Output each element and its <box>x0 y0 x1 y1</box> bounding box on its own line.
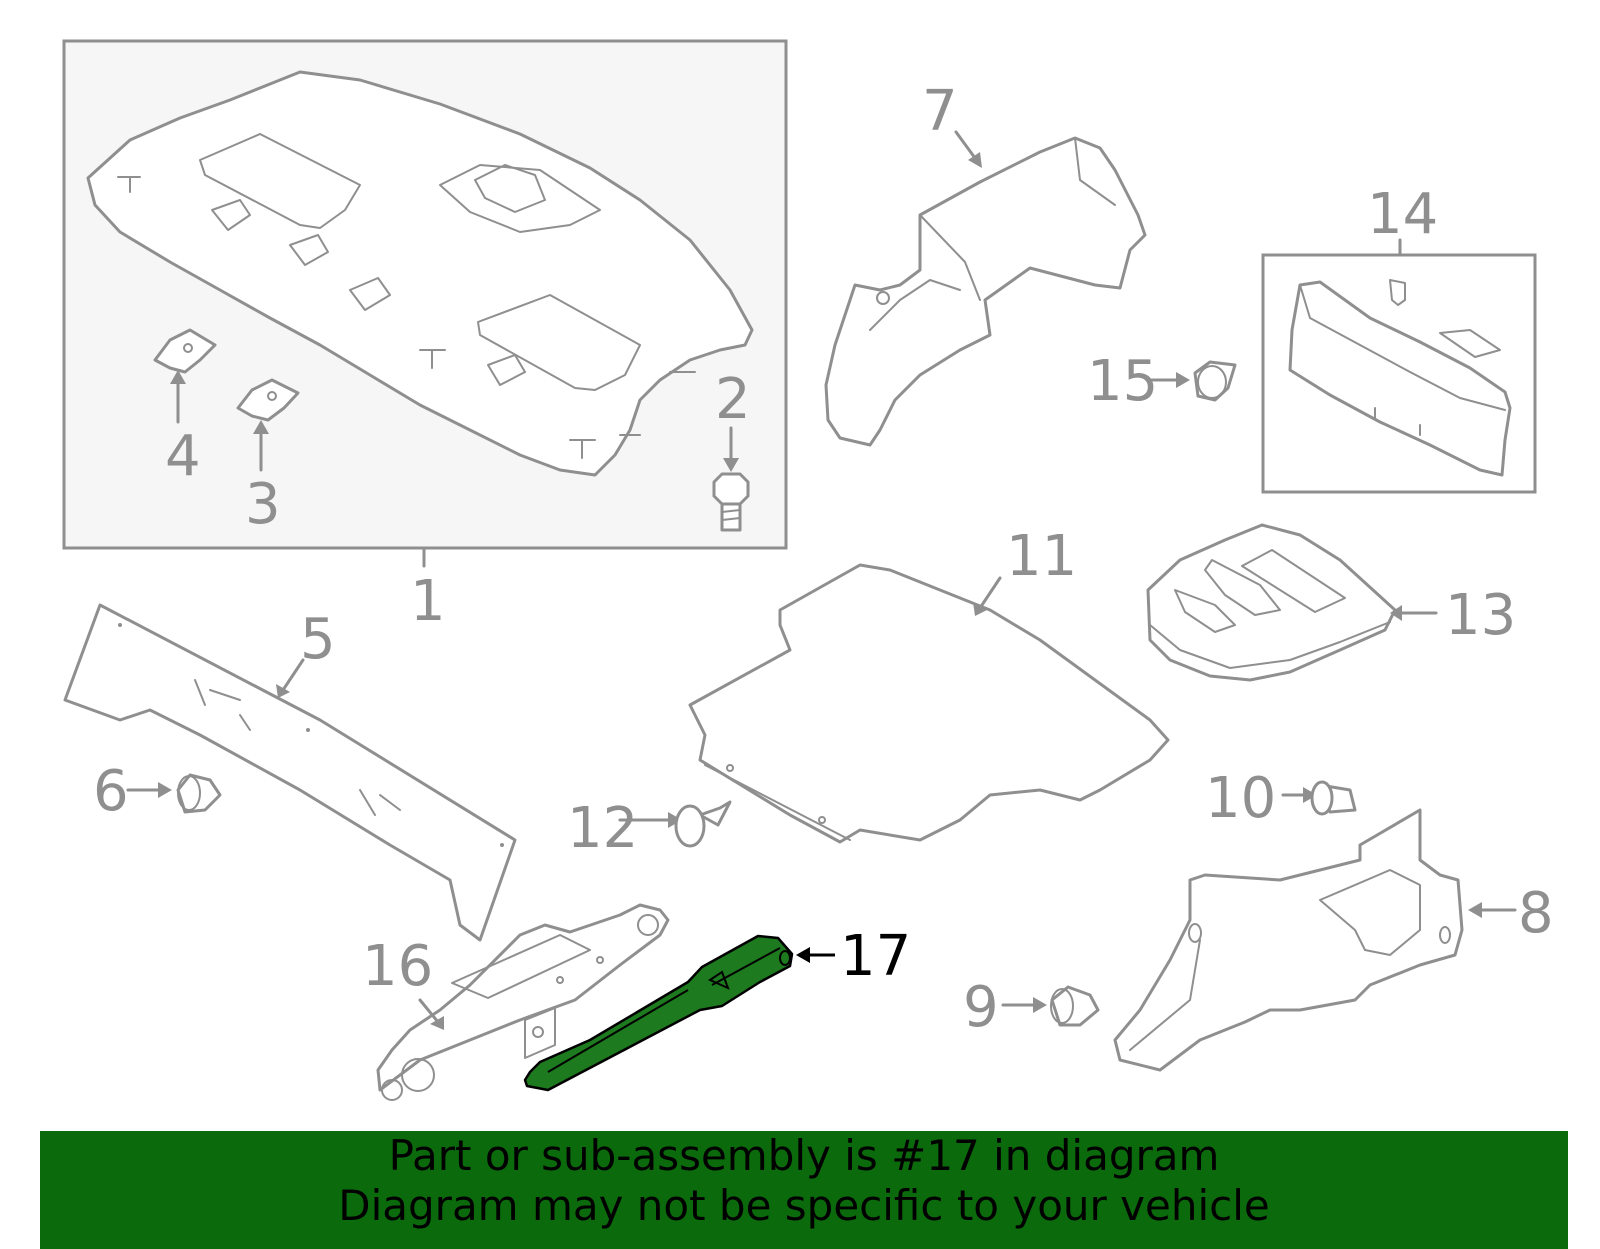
banner-line-2: Diagram may not be specific to your vehi… <box>338 1181 1270 1230</box>
callout-15: 15 <box>1087 349 1158 414</box>
callout-17: 17 <box>840 924 911 989</box>
part-16-jack <box>376 903 670 1101</box>
part-4-bracket <box>153 328 217 424</box>
callout-7: 7 <box>922 79 958 144</box>
info-banner: Part or sub-assembly is #17 in diagram D… <box>40 1131 1568 1249</box>
callout-12: 12 <box>567 796 638 861</box>
part-14-panel <box>1288 279 1512 477</box>
part-6-grommet <box>126 773 222 814</box>
callout-5: 5 <box>300 607 336 672</box>
part-7-trim-panel <box>824 130 1147 447</box>
part-10-clip <box>1281 780 1357 816</box>
part-8-trim-panel <box>1113 808 1517 1072</box>
callout-3: 3 <box>245 472 281 537</box>
callout-16: 16 <box>362 934 433 999</box>
callout-6: 6 <box>93 759 129 824</box>
part-17-jack-handle <box>523 934 835 1092</box>
callout-9: 9 <box>963 975 999 1040</box>
part-1-package-tray <box>86 70 754 477</box>
part-3-bracket <box>236 378 300 472</box>
part-15-grommet <box>1148 360 1237 402</box>
callout-11: 11 <box>1006 524 1077 589</box>
part-11-trunk-mat <box>688 563 1170 844</box>
part-13-spare-tire-cover <box>1146 523 1438 682</box>
callout-14: 14 <box>1367 182 1438 247</box>
callout-1: 1 <box>410 569 446 634</box>
part-2-bolt <box>712 426 750 532</box>
part-17-shape <box>523 934 794 1092</box>
callout-10: 10 <box>1205 766 1276 831</box>
callout-2: 2 <box>715 367 751 432</box>
callout-13: 13 <box>1445 583 1516 648</box>
callout-8: 8 <box>1518 881 1554 946</box>
callout-4: 4 <box>165 424 201 489</box>
part-12-clip <box>618 800 732 848</box>
part-5-trim <box>63 603 517 942</box>
banner-line-1: Part or sub-assembly is #17 in diagram <box>388 1131 1220 1180</box>
part-9-grommet <box>1001 985 1100 1027</box>
